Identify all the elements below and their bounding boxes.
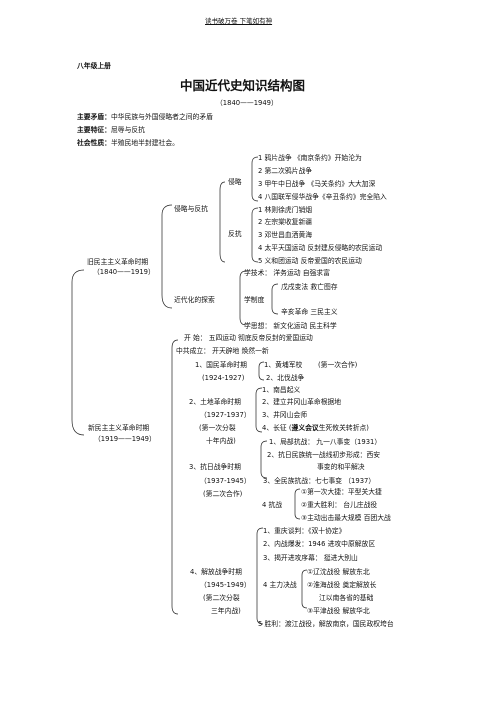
page-header: 读书破万卷 下笔如有神 bbox=[205, 17, 273, 25]
part2-years: （1919——1949） bbox=[94, 435, 156, 443]
p2-brace bbox=[255, 387, 263, 433]
p3-item: 1、局部抗战： 九一八事变（1931） bbox=[269, 438, 382, 446]
p4-note: (第二次分裂 bbox=[203, 594, 240, 602]
p4-item: 2、内战爆发：1946 进攻中原解放区 bbox=[263, 540, 376, 548]
feature-text: 屈辱与反抗 bbox=[110, 126, 145, 134]
part2-brace bbox=[171, 339, 179, 615]
zhidu-item: 辛亥革命 三民主义 bbox=[281, 308, 338, 316]
main-feature: 主要特征：屈辱与反抗 bbox=[77, 126, 145, 135]
part2-title: 新民主主义革命时期 bbox=[88, 424, 150, 432]
grade-label: 八年级上册 bbox=[77, 62, 111, 70]
juezhan-item: 江以南各省的基础 bbox=[319, 594, 374, 602]
p3-label: 3、抗日战争时期 bbox=[189, 463, 241, 471]
fankang-item: 2 左宗棠收复新疆 bbox=[258, 218, 313, 226]
changzheng-label: 4、长征 ( bbox=[262, 424, 292, 432]
explore-brace bbox=[239, 270, 247, 326]
p2-label: 2、土地革命时期 bbox=[189, 398, 241, 406]
qinlue-item: 2 第二次鸦片战争 bbox=[258, 167, 313, 175]
p4-brace bbox=[256, 527, 264, 625]
p4-note: 三年内战) bbox=[211, 607, 241, 615]
root-brace bbox=[71, 269, 85, 436]
zhidu-brace bbox=[271, 283, 279, 315]
p1-years: (1924-1927) bbox=[202, 374, 245, 382]
qiangkang-brace bbox=[219, 181, 226, 263]
p1-brace bbox=[258, 361, 265, 381]
kangzhan-item: ③主动出击最大规模 百团大战 bbox=[301, 514, 391, 522]
zunyi-meeting: 遵义会议 bbox=[291, 424, 319, 432]
branch-qinlue-fankang: 侵略与反抗 bbox=[174, 205, 208, 213]
nature-text: 半殖民地半封建社会。 bbox=[110, 139, 179, 147]
start-line: 开 始： 五四运动 彻底反帝反封的爱国运动 bbox=[184, 334, 313, 342]
qinlue-item: 4 八国联军侵华战争《辛丑条约》完全陷入 bbox=[258, 193, 387, 201]
p3-note: (第二次合作) bbox=[203, 490, 243, 498]
fankang-item: 1 林则徐虎门销烟 bbox=[258, 206, 313, 214]
p1-item: 2、北伐战争 bbox=[266, 374, 305, 382]
p1-note: (第一次合作) bbox=[318, 361, 358, 369]
kangzhan-label: 4 抗战 bbox=[262, 501, 283, 509]
contradiction-label: 主要矛盾： bbox=[77, 113, 111, 121]
qinlue-item: 1 鸦片战争 《南京条约》开始沦为 bbox=[258, 154, 362, 162]
zhidu-label: 学制度 bbox=[244, 296, 265, 304]
juezhan-brace bbox=[301, 569, 308, 609]
p4-years: （1945-1949） bbox=[200, 581, 251, 589]
juezhan-item: ③平津战役 解放华北 bbox=[307, 607, 370, 615]
fankang-label: 反抗 bbox=[228, 230, 242, 238]
part1-title: 旧民主主义革命时期 bbox=[87, 258, 149, 266]
p4-item: 1、重庆谈判：《双十协定》 bbox=[263, 527, 346, 535]
contradiction-text: 中华民族与外国侵略者之间的矛盾 bbox=[110, 113, 213, 121]
kangzhan-item: ①第一次大捷：平型关大捷 bbox=[301, 488, 382, 496]
p2-years: （1927-1937） bbox=[200, 411, 251, 419]
p3-years: （1937-1945） bbox=[200, 477, 251, 485]
zhidu-item: 戊戌变法 救亡图存 bbox=[281, 283, 338, 291]
p1-item: 1、黄埔军校 bbox=[264, 361, 303, 369]
p3-item: 2、抗日民族统一战线初步形成：西安 bbox=[267, 451, 381, 459]
part1-brace bbox=[161, 204, 173, 309]
p4-label: 4、解放战争时期 bbox=[190, 568, 242, 576]
fankang-item: 5 义和团运动 反帝爱国的农民运动 bbox=[258, 257, 362, 265]
p3-item: 事变的和平解决 bbox=[317, 463, 365, 471]
qinlue-label: 侵略 bbox=[228, 178, 242, 186]
main-contradiction: 主要矛盾：中华民族与外国侵略者之间的矛盾 bbox=[77, 113, 213, 122]
learn-thought: 学思想： 新文化运动 民主科学 bbox=[244, 322, 337, 330]
p2-item-changzheng: 4、长征 (遵义会议生死攸关转折点) bbox=[262, 424, 369, 433]
learn-tech: 学技术： 洋务运动 自强求富 bbox=[244, 269, 330, 277]
feature-label: 主要特征： bbox=[77, 126, 111, 134]
fankang-brace bbox=[251, 207, 259, 263]
p4-item: 3、揭开进攻序幕： 挺进大别山 bbox=[263, 554, 358, 562]
juezhan-item: ①辽沈战役 解放东北 bbox=[307, 568, 370, 576]
qinlue-item: 3 甲午中日战争 《马关条约》大大加深 bbox=[258, 180, 376, 188]
victory-line: 5 胜利：渡江战役，解放南京，国民政权垮台 bbox=[258, 620, 394, 628]
p2-item: 1、南昌起义 bbox=[262, 386, 301, 394]
p1-label: 1、国民革命时期 bbox=[195, 361, 247, 369]
p3-brace bbox=[260, 440, 268, 479]
founding-line: 中共成立： 开天辟地 焕然一新 bbox=[176, 347, 269, 355]
branch-explore: 近代化的探索 bbox=[174, 296, 215, 304]
p2-item: 2、建立井冈山革命根据地 bbox=[262, 398, 342, 406]
turning-point: 生死攸关转折点) bbox=[318, 424, 369, 432]
part1-years: （1840——1919） bbox=[93, 268, 155, 276]
kangzhan-brace bbox=[294, 488, 301, 520]
juezhan-label: 4 主力决战 bbox=[263, 581, 297, 589]
nature-label: 社会性质： bbox=[77, 139, 111, 147]
fankang-item: 3 邓世昌血洒黄海 bbox=[258, 231, 313, 239]
social-nature: 社会性质：半殖民地半封建社会。 bbox=[77, 139, 179, 148]
page-title: 中国近代史知识结构图 bbox=[180, 78, 306, 93]
p2-note: (第一次分裂 bbox=[199, 424, 236, 432]
p2-item: 3、井冈山会师 bbox=[262, 411, 308, 419]
kangzhan-item: ②重大胜利： 台儿庄战役 bbox=[301, 501, 378, 509]
fankang-item: 4 太平天国运动 反封建反侵略的农民运动 bbox=[258, 244, 383, 252]
qinlue-brace bbox=[251, 156, 259, 202]
period-label: （1840——1949） bbox=[216, 99, 278, 107]
p2-note: 十年内战) bbox=[206, 437, 236, 445]
juezhan-item: ②淮海战役 奠定解放长 bbox=[307, 581, 377, 589]
p3-item: 3、全民族抗战：七七事变 （1937） bbox=[263, 477, 376, 485]
